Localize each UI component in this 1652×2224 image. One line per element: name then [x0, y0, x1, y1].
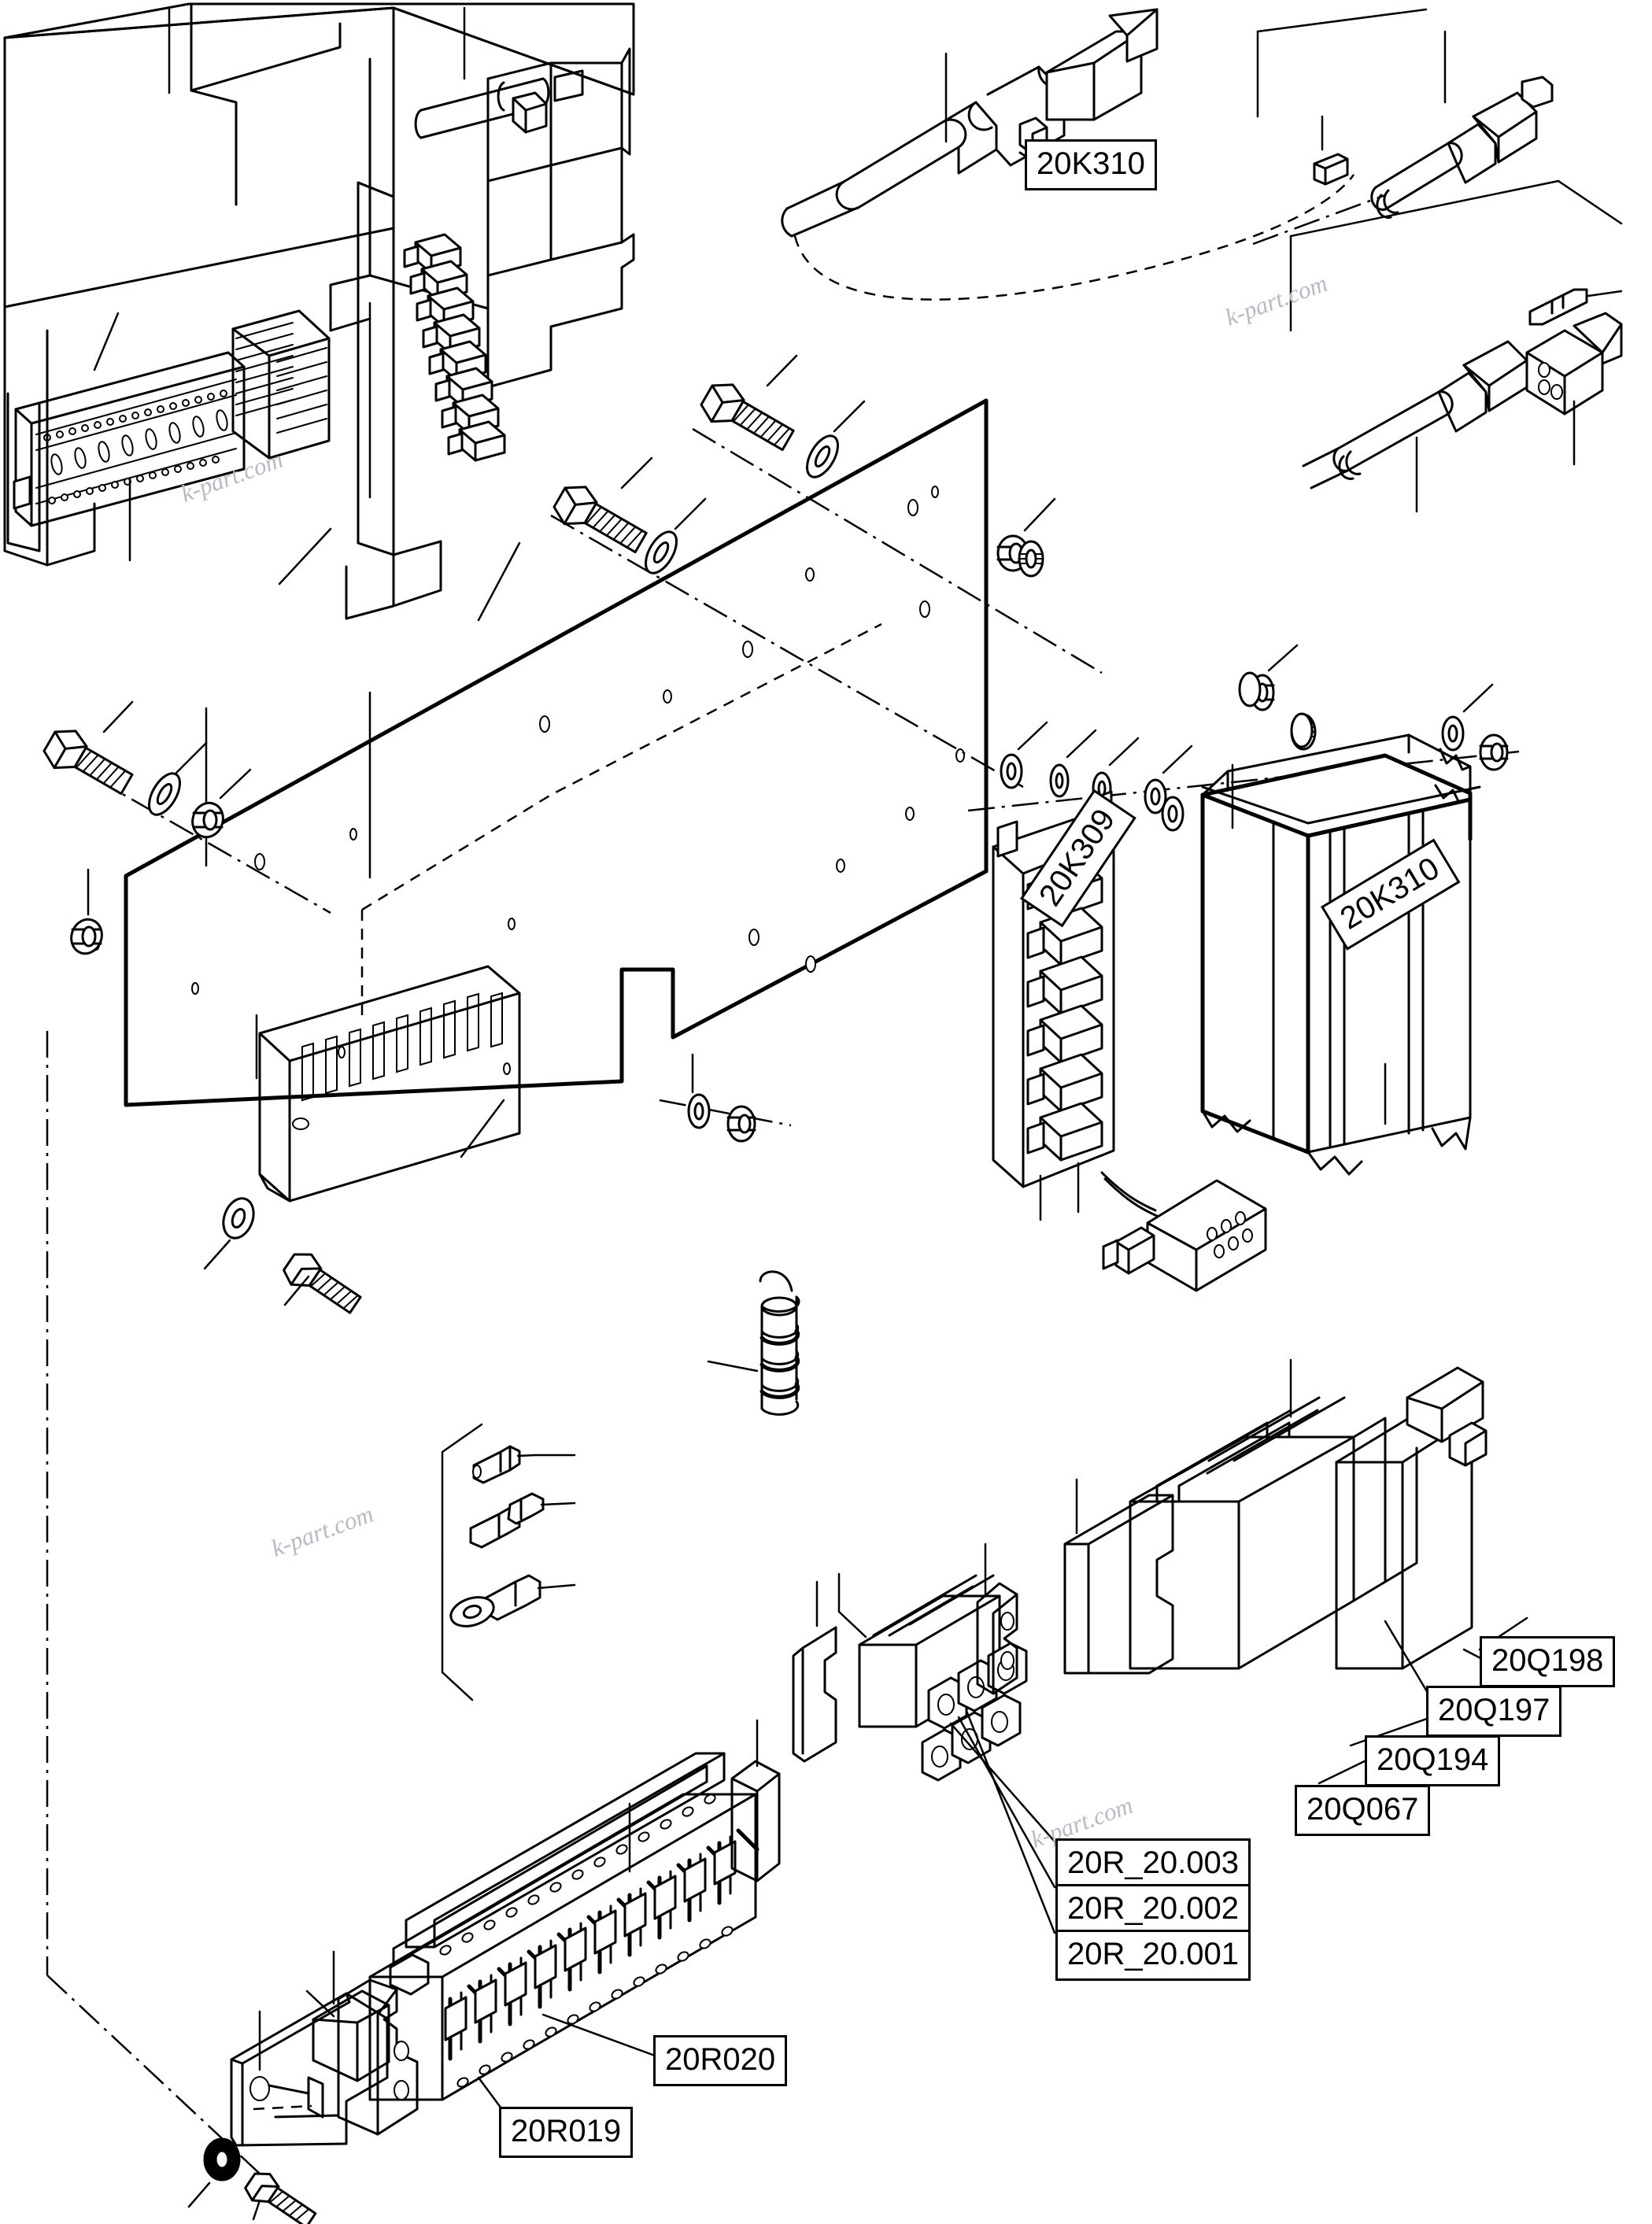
duct-slots — [301, 992, 503, 1102]
spiral-cable-wrap — [707, 1270, 800, 1416]
callout-20k310-cable[interactable]: 20K310 — [1025, 139, 1157, 190]
mounting-plate — [92, 398, 989, 1107]
mounting-hardware — [43, 354, 1520, 1975]
bolt-set-1 — [692, 354, 1103, 674]
wiring-duct — [255, 965, 521, 1203]
callout-20r019[interactable]: 20R019 — [499, 2107, 634, 2158]
contact-blocks — [1129, 1358, 1502, 1716]
top-left-relay-box-assembly — [3, 2, 635, 622]
callout-20r-20-003[interactable]: 20R_20.003 — [1055, 1838, 1251, 1887]
lug-butt-splice — [472, 1445, 576, 1484]
duct-hardware — [46, 1031, 362, 1975]
center-lower-hardware — [659, 1053, 792, 1143]
harness-cable-connector — [781, 8, 1355, 301]
callout-20q198[interactable]: 20Q198 — [1480, 1636, 1616, 1687]
right-connector-group — [1252, 8, 1623, 513]
lug-spade — [469, 1492, 576, 1549]
relay-column — [403, 233, 506, 462]
bolt-set-2 — [550, 456, 1024, 789]
end-plate-right — [1335, 1366, 1528, 1670]
callout-20q197[interactable]: 20Q197 — [1426, 1686, 1562, 1737]
callout-20r-20-001[interactable]: 20R_20.001 — [1055, 1930, 1251, 1981]
terminal-block-fins — [235, 322, 327, 434]
strip-end-block-right — [730, 1719, 781, 1882]
terminal-holes-upper — [439, 1794, 716, 1956]
left-side-plate — [792, 1580, 837, 1763]
cover-box — [1200, 733, 1481, 1176]
terminal-holes-lower — [456, 1926, 734, 2088]
callout-20r-20-002[interactable]: 20R_20.002 — [1055, 1884, 1251, 1933]
terminal-rail-contacts — [35, 379, 237, 504]
bottom-end-bracket — [46, 1953, 430, 2224]
relay-contact-stack — [792, 1358, 1528, 1934]
terminal-block-strip — [312, 1719, 781, 2122]
relay-base — [837, 1542, 1056, 1934]
left-hardware-chain — [43, 700, 331, 955]
lug-ring — [449, 1574, 576, 1627]
crimp-terminal-lugs — [441, 1423, 576, 1701]
right-hardware-chain — [967, 540, 1520, 832]
diode-block — [1102, 1179, 1267, 1292]
callout-20q067[interactable]: 20Q067 — [1295, 1785, 1431, 1836]
callout-20r020[interactable]: 20R020 — [653, 2035, 788, 2086]
insulating-plate — [1063, 1478, 1174, 1675]
terminal-pins — [444, 1828, 759, 2061]
callout-20q194[interactable]: 20Q194 — [1365, 1735, 1501, 1786]
plate-holes — [92, 486, 965, 1075]
